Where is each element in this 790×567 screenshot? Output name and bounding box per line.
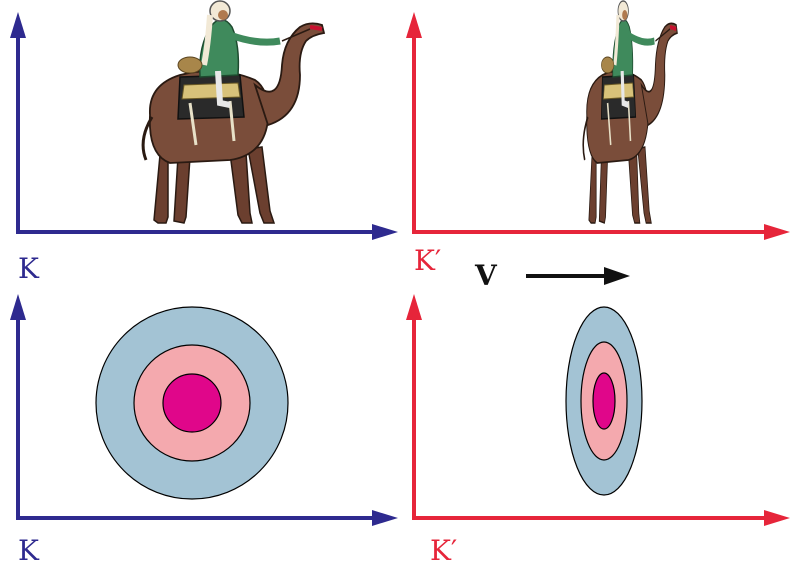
panel-top-right: K′ <box>406 1 790 277</box>
x-axis-arrowhead <box>764 510 790 526</box>
y-axis-arrowhead <box>10 12 26 38</box>
x-axis-arrowhead <box>764 224 790 240</box>
velocity-indicator: V <box>474 259 630 292</box>
panel-top-left: K <box>10 1 398 285</box>
panel-bottom-right: K′ <box>406 294 790 567</box>
concentric-circles-icon <box>96 307 288 499</box>
y-axis-arrowhead <box>406 294 422 320</box>
frame-label-kprime: K′ <box>430 534 457 567</box>
panel-bottom-left: K <box>10 294 398 567</box>
camel-rider-icon <box>143 1 324 223</box>
contracted-ellipses-icon <box>566 307 642 495</box>
frame-label-kprime: K′ <box>414 244 441 277</box>
velocity-label: V <box>474 259 498 292</box>
x-axis-arrowhead <box>372 510 398 526</box>
y-axis-arrowhead <box>10 294 26 320</box>
velocity-arrowhead <box>604 267 630 285</box>
frame-label-k: K <box>18 534 40 567</box>
x-axis-arrowhead <box>372 224 398 240</box>
frame-label-k: K <box>18 252 40 285</box>
camel-rider-contracted-icon <box>583 1 677 223</box>
y-axis-arrowhead <box>406 12 422 38</box>
